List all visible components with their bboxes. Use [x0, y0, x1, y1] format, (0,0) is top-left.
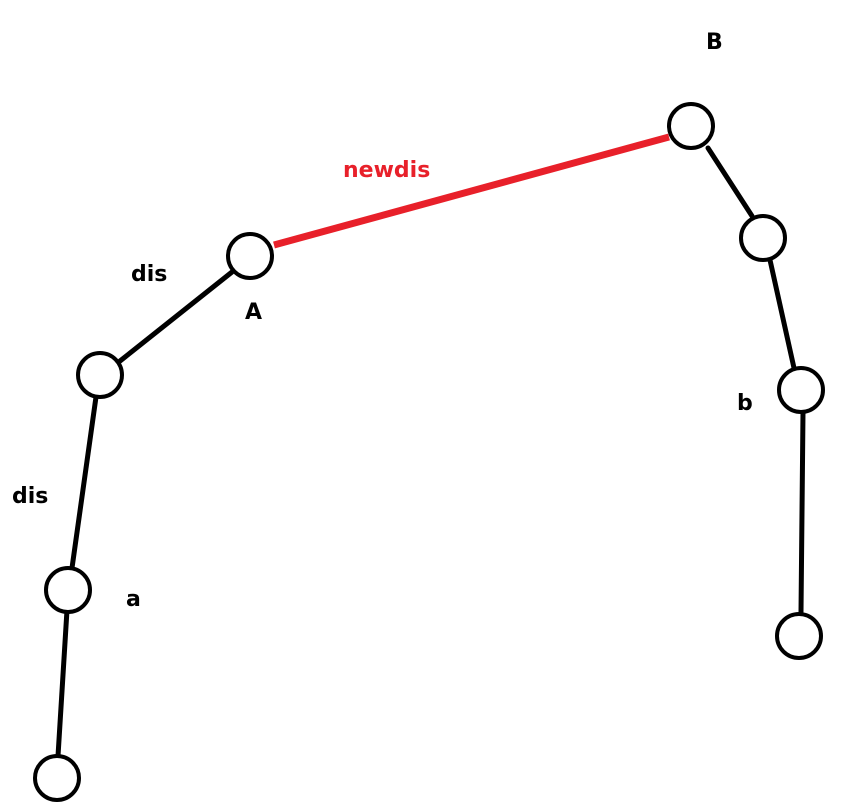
label-dis-upper: dis — [131, 262, 168, 287]
label-B: B — [706, 30, 723, 55]
node-right1 — [739, 214, 787, 262]
edge-newdis-highlight — [273, 133, 670, 249]
node-left-bottom — [33, 754, 81, 802]
label-dis-lower: dis — [12, 484, 49, 509]
node-b — [777, 366, 825, 414]
node-A — [226, 232, 274, 280]
edge-a-bottom — [55, 607, 70, 759]
edge-left1-a — [69, 394, 99, 571]
label-newdis: newdis — [343, 158, 431, 183]
edge-A-left1 — [117, 269, 235, 364]
edge-b-bottom — [798, 409, 806, 615]
node-a — [44, 566, 92, 614]
edge-B-right1 — [705, 145, 755, 219]
node-right-bottom — [775, 612, 823, 660]
label-b: b — [737, 391, 753, 416]
node-B — [667, 102, 715, 150]
label-a: a — [126, 587, 141, 612]
label-A: A — [245, 300, 263, 325]
node-left1 — [76, 351, 124, 399]
edge-right1-b — [767, 257, 797, 371]
